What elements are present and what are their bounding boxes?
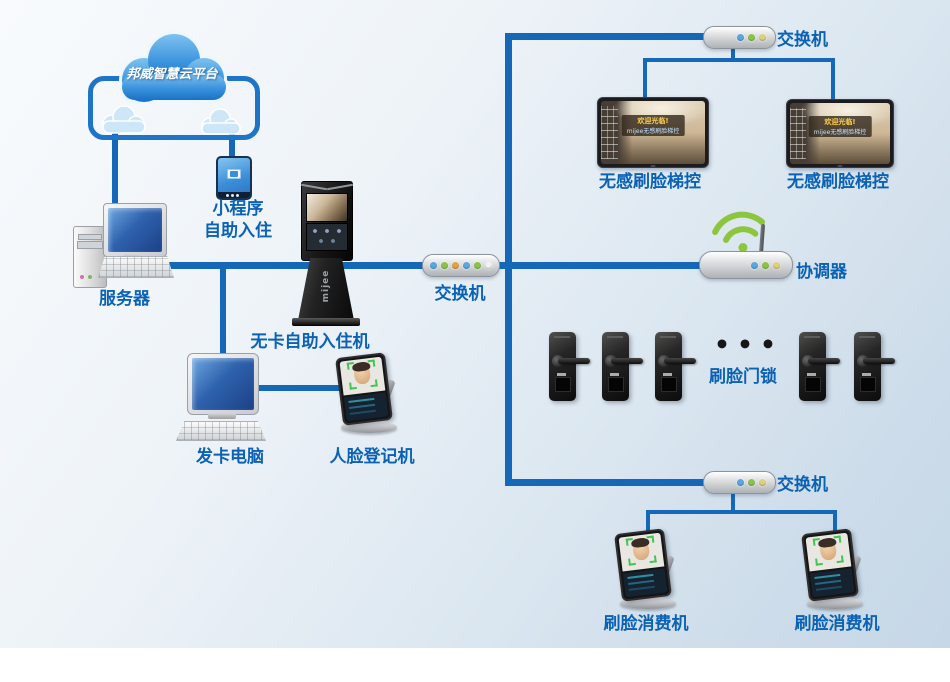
mini-program-label-line1: 小程序 bbox=[212, 199, 264, 219]
card-pc-label: 发卡电脑 bbox=[196, 447, 264, 467]
line-to-top-switch bbox=[505, 33, 715, 40]
phone-button-bar bbox=[218, 192, 250, 198]
line-cloud-to-server bbox=[112, 130, 118, 222]
line-to-bottom-switch bbox=[505, 479, 715, 486]
line-to-left-display bbox=[643, 58, 647, 100]
center-switch-label: 交换机 bbox=[434, 284, 486, 304]
face-consumer-left-icon bbox=[611, 528, 685, 609]
face-register-label: 人脸登记机 bbox=[329, 447, 415, 467]
kiosk-chevron-left bbox=[301, 183, 327, 191]
face-consumer-right-icon bbox=[798, 528, 872, 609]
line-to-left-consumer bbox=[646, 510, 650, 537]
kiosk-label: 无卡自助入住机 bbox=[250, 332, 370, 352]
line-card-pc-to-register bbox=[250, 385, 358, 391]
coordinator-label: 协调器 bbox=[796, 262, 847, 282]
face-screen bbox=[335, 352, 393, 426]
elevator-display-left-label: 无感刷脸梯控 bbox=[599, 172, 701, 192]
welcome-text: 欢迎光临! bbox=[637, 116, 669, 125]
smartphone-icon bbox=[216, 156, 252, 200]
kiosk-photo-panel bbox=[306, 193, 348, 222]
card-pc-stand bbox=[208, 413, 236, 419]
coordinator-router-icon bbox=[699, 251, 793, 279]
kiosk-chevron-right bbox=[327, 183, 353, 191]
line-to-right-display bbox=[831, 58, 835, 102]
line-cloud-to-phone bbox=[229, 130, 235, 160]
welcome-subtext: mijee无感刷脸梯控 bbox=[626, 127, 680, 135]
face-ui-panel bbox=[809, 567, 855, 597]
wifi-signal-icon bbox=[712, 211, 766, 253]
door-lock-icon-4 bbox=[799, 332, 840, 401]
face-scan-brackets bbox=[812, 535, 844, 566]
face-screen bbox=[801, 528, 859, 602]
center-switch-icon bbox=[422, 254, 500, 277]
welcome-text: 欢迎光临! bbox=[824, 118, 856, 127]
door-lock-icon-2 bbox=[602, 332, 643, 401]
card-pc-monitor-icon bbox=[187, 353, 259, 415]
display-camera-dot bbox=[650, 165, 656, 167]
elevator-display-right-banner: 欢迎光临! mijee无感刷脸梯控 bbox=[808, 116, 872, 138]
kiosk-touch-screen bbox=[306, 223, 348, 251]
line-bottom-switch-drop bbox=[731, 491, 735, 512]
face-ui-panel bbox=[343, 391, 389, 421]
mini-program-app-icon bbox=[227, 169, 241, 179]
elevator-display-right-label: 无感刷脸梯控 bbox=[787, 172, 889, 192]
cloud-icon bbox=[102, 31, 241, 135]
elevator-display-right-screen: 欢迎光临! mijee无感刷脸梯控 bbox=[790, 103, 890, 164]
door-lock-icon-5 bbox=[854, 332, 895, 401]
face-register-icon bbox=[332, 352, 406, 433]
face-consumer-left-label: 刷脸消费机 bbox=[603, 614, 689, 634]
checkin-kiosk-icon: mijee bbox=[291, 181, 361, 326]
server-keyboard-icon bbox=[98, 256, 174, 278]
mini-program-label-line2: 自助入住 bbox=[204, 221, 272, 241]
door-lock-icon-3 bbox=[655, 332, 696, 401]
face-consumer-right-label: 刷脸消费机 bbox=[794, 614, 880, 634]
bottom-switch-label: 交换机 bbox=[777, 475, 828, 495]
server-label: 服务器 bbox=[99, 289, 150, 309]
face-ui-panel bbox=[622, 567, 668, 597]
line-top-switch-drop bbox=[731, 47, 735, 61]
cloud-platform-title: 邦威智慧云平台 bbox=[126, 67, 218, 82]
elevator-display-left-icon: 欢迎光临! mijee无感刷脸梯控 bbox=[597, 97, 709, 168]
line-top-fanout-horizontal bbox=[643, 58, 835, 62]
top-switch-icon bbox=[703, 26, 776, 49]
server-monitor-icon bbox=[103, 203, 167, 257]
elevator-display-left-banner: 欢迎光临! mijee无感刷脸梯控 bbox=[621, 114, 685, 136]
door-lock-icon-1 bbox=[549, 332, 590, 401]
face-screen bbox=[614, 528, 672, 602]
more-locks-ellipsis: ••• bbox=[714, 330, 783, 359]
line-trunk-to-card-pc bbox=[220, 266, 226, 360]
bottom-switch-icon bbox=[703, 471, 776, 494]
elevator-display-left-screen: 欢迎光临! mijee无感刷脸梯控 bbox=[601, 101, 705, 164]
server-monitor-screen bbox=[108, 208, 162, 252]
line-bottom-fanout-horizontal bbox=[646, 510, 837, 514]
kiosk-brand-text: mijee bbox=[321, 269, 331, 303]
face-scan-brackets bbox=[625, 535, 657, 566]
card-pc-keyboard-icon bbox=[176, 421, 266, 441]
display-camera-dot bbox=[837, 165, 843, 167]
line-main-trunk-vertical bbox=[505, 33, 512, 486]
line-to-right-consumer bbox=[833, 510, 837, 537]
server-tower-icon bbox=[73, 226, 107, 288]
top-switch-label: 交换机 bbox=[777, 30, 828, 50]
door-locks-label: 刷脸门锁 bbox=[709, 367, 777, 387]
face-scan-brackets bbox=[346, 359, 378, 390]
welcome-subtext: mijee无感刷脸梯控 bbox=[813, 129, 867, 137]
kiosk-base-plate bbox=[292, 318, 360, 326]
elevator-display-right-icon: 欢迎光临! mijee无感刷脸梯控 bbox=[786, 99, 894, 168]
kiosk-head-unit bbox=[301, 181, 353, 261]
card-pc-screen bbox=[192, 358, 254, 410]
mini-program-label: 小程序 自助入住 bbox=[192, 198, 284, 242]
